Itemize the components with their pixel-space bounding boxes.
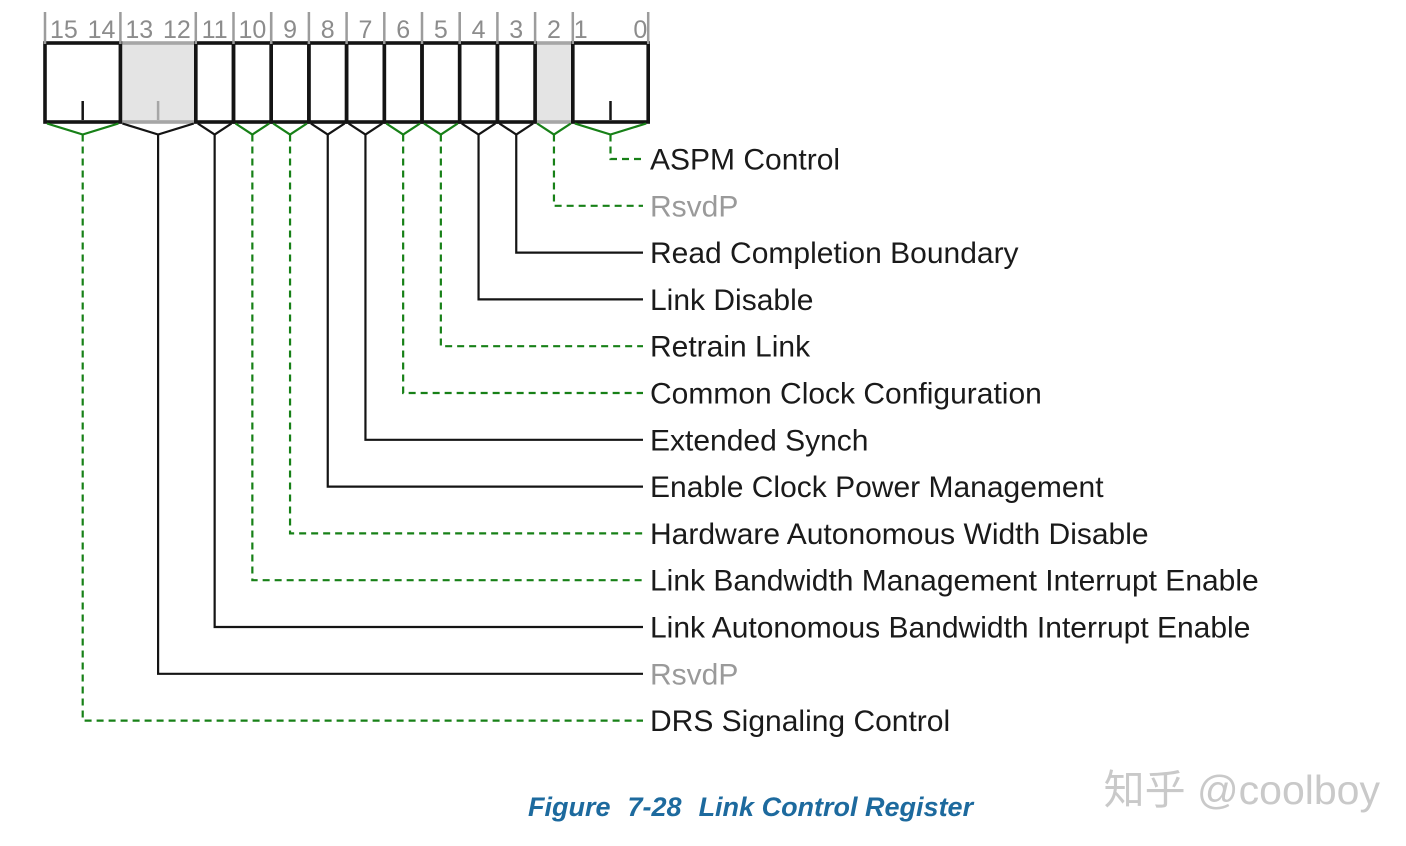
field-funnel-3	[498, 122, 534, 136]
field-funnel-9	[272, 122, 308, 136]
field-funnel-13-12	[122, 122, 195, 136]
field-label-10: Link Bandwidth Management Interrupt Enab…	[650, 565, 1259, 598]
field-funnel-8	[310, 122, 346, 136]
bit-number-0: 0	[633, 16, 647, 44]
field-funnel-15-14	[46, 122, 119, 136]
field-box-15-14	[43, 41, 123, 124]
field-label-2: RsvdP	[650, 190, 738, 223]
bit-number-11: 11	[202, 16, 228, 44]
figure-caption-number: 7-28	[627, 792, 682, 822]
field-box-5	[420, 41, 462, 124]
bit-number-6: 6	[396, 16, 410, 44]
field-label-9: Hardware Autonomous Width Disable	[650, 518, 1149, 551]
field-funnel-10	[234, 122, 270, 136]
field-label-4: Link Disable	[650, 284, 813, 317]
field-funnel-2	[536, 122, 572, 136]
field-connector-1-0	[609, 134, 643, 161]
field-label-7: Extended Synch	[650, 424, 868, 457]
field-label-8: Enable Clock Power Management	[650, 471, 1104, 504]
field-funnel-5	[423, 122, 459, 136]
figure-caption-title: Link Control Register	[698, 792, 974, 822]
bit-number-2: 2	[547, 16, 561, 44]
bit-number-9: 9	[283, 16, 297, 44]
field-label-13-12: RsvdP	[650, 658, 738, 691]
bit-number-1: 1	[574, 16, 588, 44]
field-box-6	[382, 41, 424, 124]
field-connector-9	[288, 134, 643, 535]
field-connector-11	[213, 134, 643, 629]
bit-number-3: 3	[509, 16, 523, 44]
field-box-4	[457, 41, 500, 124]
field-connector-15-14	[81, 134, 643, 722]
field-label-15-14: DRS Signaling Control	[650, 705, 950, 738]
figure-caption: Figure 7-28 Link Control Register	[528, 792, 973, 823]
bit-number-5: 5	[434, 16, 448, 44]
field-box-11	[194, 41, 236, 124]
field-label-1-0: ASPM Control	[650, 144, 840, 177]
field-funnel-1-0	[574, 122, 647, 136]
field-box-3	[495, 41, 537, 124]
field-connector-8	[326, 134, 643, 488]
field-label-3: Read Completion Boundary	[650, 237, 1019, 270]
field-funnel-7	[347, 122, 383, 136]
bit-number-7: 7	[358, 16, 372, 44]
watermark: 知乎 @coolboy	[1103, 767, 1380, 813]
bit-number-14: 14	[88, 16, 116, 44]
field-label-6: Common Clock Configuration	[650, 378, 1042, 411]
field-box-7	[344, 41, 387, 124]
bit-number-12: 12	[163, 16, 191, 44]
field-connector-6	[402, 134, 643, 395]
field-box-8	[307, 41, 349, 124]
field-connector-4	[477, 134, 643, 301]
bit-number-10: 10	[238, 16, 266, 44]
field-funnel-4	[461, 122, 497, 136]
bit-number-13: 13	[125, 16, 153, 44]
field-label-11: Link Autonomous Bandwidth Interrupt Enab…	[650, 612, 1250, 645]
field-box-1-0	[570, 41, 650, 124]
field-funnel-11	[197, 122, 233, 136]
field-connector-7	[364, 134, 643, 441]
field-connector-2	[552, 134, 643, 207]
field-connector-13-12	[157, 134, 643, 675]
field-connector-3	[515, 134, 643, 254]
field-box-2	[533, 41, 575, 124]
bit-number-8: 8	[321, 16, 335, 44]
field-connector-10	[251, 134, 643, 582]
field-box-9	[269, 41, 311, 124]
field-label-5: Retrain Link	[650, 331, 811, 364]
field-funnel-6	[385, 122, 421, 136]
bit-number-4: 4	[472, 16, 486, 44]
field-connector-5	[439, 134, 643, 348]
field-box-10	[231, 41, 274, 124]
bit-number-15: 15	[50, 16, 78, 44]
figure-caption-prefix: Figure	[528, 792, 611, 822]
